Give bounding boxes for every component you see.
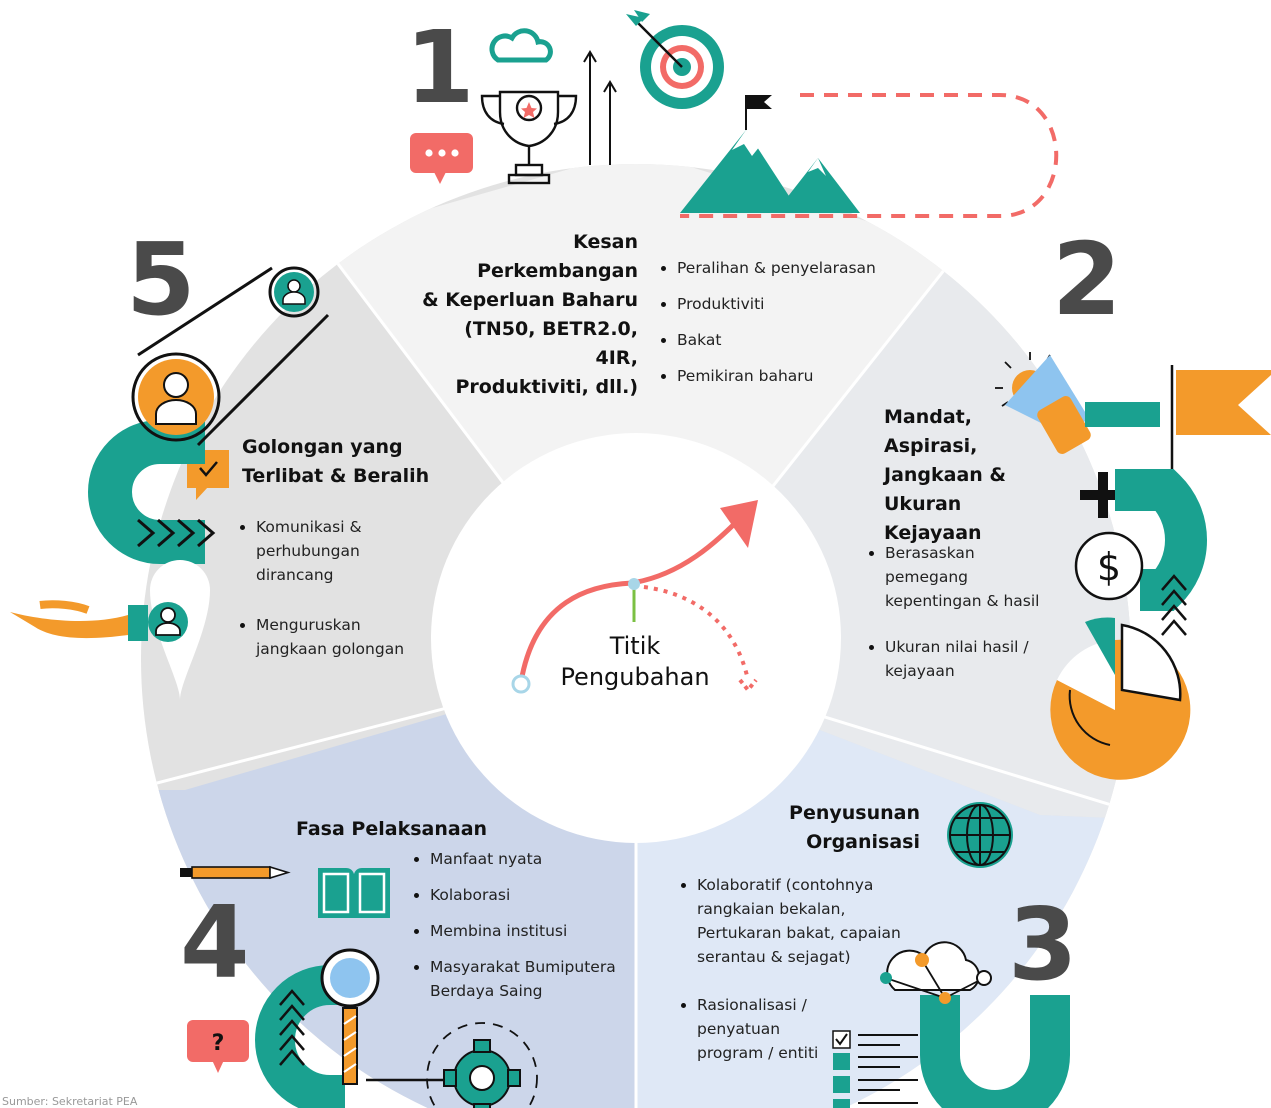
section-2-title: Mandat, Aspirasi, Jangkaan & Ukuran Keja… bbox=[884, 403, 1064, 548]
section-4-bullets: Manfaat nyata Kolaborasi Membina institu… bbox=[414, 847, 629, 1003]
section-1-title: Kesan Perkembangan & Keperluan Baharu (T… bbox=[418, 228, 638, 402]
segment-1-background bbox=[320, 164, 960, 659]
section-5-title: Golongan yang Terlibat & Beralih bbox=[242, 433, 442, 491]
svg-text:?: ? bbox=[212, 1031, 225, 1056]
curve-arrowhead bbox=[720, 500, 758, 548]
bullet-item: Pemikiran baharu bbox=[661, 364, 921, 388]
section-3-bullets: Kolaboratif (contohnya rangkaian bekalan… bbox=[681, 873, 916, 1065]
book-icon bbox=[318, 868, 390, 918]
center-title: Titik Pengubahan bbox=[555, 631, 715, 693]
mountain-flag-icon bbox=[680, 93, 1059, 218]
bullet-item: Rasionalisasi / penyatuan program / enti… bbox=[681, 993, 827, 1065]
bullet-item: Berasaskan pemegang kepentingan & hasil bbox=[869, 541, 1054, 613]
bullet-item: Ukuran nilai hasil / kejayaan bbox=[869, 635, 1054, 683]
section-4-title: Fasa Pelaksanaan bbox=[296, 815, 496, 844]
c-shape-icon-4 bbox=[255, 965, 345, 1108]
question-bubble-icon: ? bbox=[187, 1020, 249, 1073]
c-shape-icon-5 bbox=[88, 420, 205, 564]
gear-icon bbox=[426, 1022, 538, 1108]
trophy-star-icon bbox=[521, 102, 537, 118]
cloud-icon bbox=[489, 28, 553, 63]
section-title-line: (TN50, BETR2.0, 4IR, bbox=[464, 318, 638, 369]
svg-text:$: $ bbox=[1097, 545, 1121, 589]
pie-chart-icon bbox=[1050, 617, 1191, 780]
section-3-number: 3 bbox=[1008, 886, 1078, 1003]
section-title-line: Terlibat & Beralih bbox=[242, 465, 430, 487]
section-title-line: & Keperluan Baharu bbox=[422, 289, 638, 311]
section-title-line: Mandat, bbox=[884, 406, 972, 428]
bullet-item: Kolaborasi bbox=[414, 883, 629, 907]
bullet-item: Masyarakat Bumiputera Berdaya Saing bbox=[414, 955, 629, 1003]
plus-icon bbox=[1080, 472, 1126, 518]
section-title-line: Golongan yang bbox=[242, 436, 403, 458]
user-icon bbox=[138, 359, 214, 435]
target-icon bbox=[626, 10, 724, 109]
section-4-number: 4 bbox=[180, 884, 250, 1001]
magnifier-icon bbox=[320, 948, 380, 1085]
dollar-coin-icon: $ bbox=[1074, 531, 1144, 601]
trophy-icon bbox=[480, 90, 578, 185]
up-arrows-icon bbox=[583, 50, 617, 165]
section-2-number: 2 bbox=[1052, 221, 1122, 338]
center-circle bbox=[431, 433, 841, 843]
section-2-bullets: Berasaskan pemegang kepentingan & hasil … bbox=[869, 541, 1054, 683]
section-title-line: Kesan Perkembangan bbox=[477, 231, 638, 282]
bullet-item: Manfaat nyata bbox=[414, 847, 629, 871]
section-5-number: 5 bbox=[126, 221, 196, 338]
speech-bubble-icon bbox=[410, 133, 473, 184]
chevrons-up-icon bbox=[279, 989, 305, 1066]
chevrons-up-icon bbox=[1161, 574, 1187, 636]
section-title-line: Ukuran Kejayaan bbox=[884, 493, 982, 544]
center-title-line: Titik bbox=[609, 632, 661, 660]
bullet-item: Kolaboratif (contohnya rangkaian bekalan… bbox=[681, 873, 916, 969]
location-pin-icon bbox=[148, 560, 210, 700]
bullet-item: Produktiviti bbox=[661, 292, 921, 316]
hook-shape-icon bbox=[1115, 469, 1207, 611]
checklist-icon bbox=[832, 1030, 918, 1108]
section-title-line: Penyusunan bbox=[789, 802, 920, 824]
user-icon bbox=[274, 272, 314, 312]
source-footer: Sumber: Sekretariat PEA bbox=[2, 1095, 138, 1108]
hand-icon bbox=[10, 600, 148, 641]
u-shape-icon bbox=[920, 995, 1070, 1108]
globe-icon bbox=[947, 802, 1013, 868]
checkbox-bubble-icon bbox=[187, 450, 229, 500]
section-title-line: Produktiviti, dll.) bbox=[455, 376, 638, 398]
section-1-bullets: Peralihan & penyelarasan Produktiviti Ba… bbox=[661, 256, 921, 388]
cloud-network-icon bbox=[880, 941, 992, 1004]
megaphone-icon bbox=[995, 352, 1160, 454]
bullet-item: Peralihan & penyelarasan bbox=[661, 256, 921, 280]
bullet-item: Bakat bbox=[661, 328, 921, 352]
section-1-number: 1 bbox=[405, 9, 475, 126]
section-title-line: Fasa Pelaksanaan bbox=[296, 818, 488, 840]
user-connection-icon bbox=[131, 266, 330, 447]
pencil-icon bbox=[180, 865, 291, 880]
section-title-line: Jangkaan & bbox=[884, 464, 1007, 486]
section-5-bullets: Komunikasi & perhubungan dirancang Mengu… bbox=[240, 515, 435, 661]
pivot-point bbox=[628, 578, 640, 590]
bullet-item: Komunikasi & perhubungan dirancang bbox=[240, 515, 386, 587]
bullet-item: Membina institusi bbox=[414, 919, 629, 943]
section-title-line: Aspirasi, bbox=[884, 435, 978, 457]
section-title-line: Organisasi bbox=[806, 831, 920, 853]
center-title-line: Pengubahan bbox=[560, 663, 710, 691]
chevrons-right-icon bbox=[137, 518, 216, 548]
section-3-title: Penyusunan Organisasi bbox=[780, 799, 920, 857]
bullet-item: Menguruskan jangkaan golongan bbox=[240, 613, 435, 661]
curve-start-point bbox=[511, 674, 531, 694]
